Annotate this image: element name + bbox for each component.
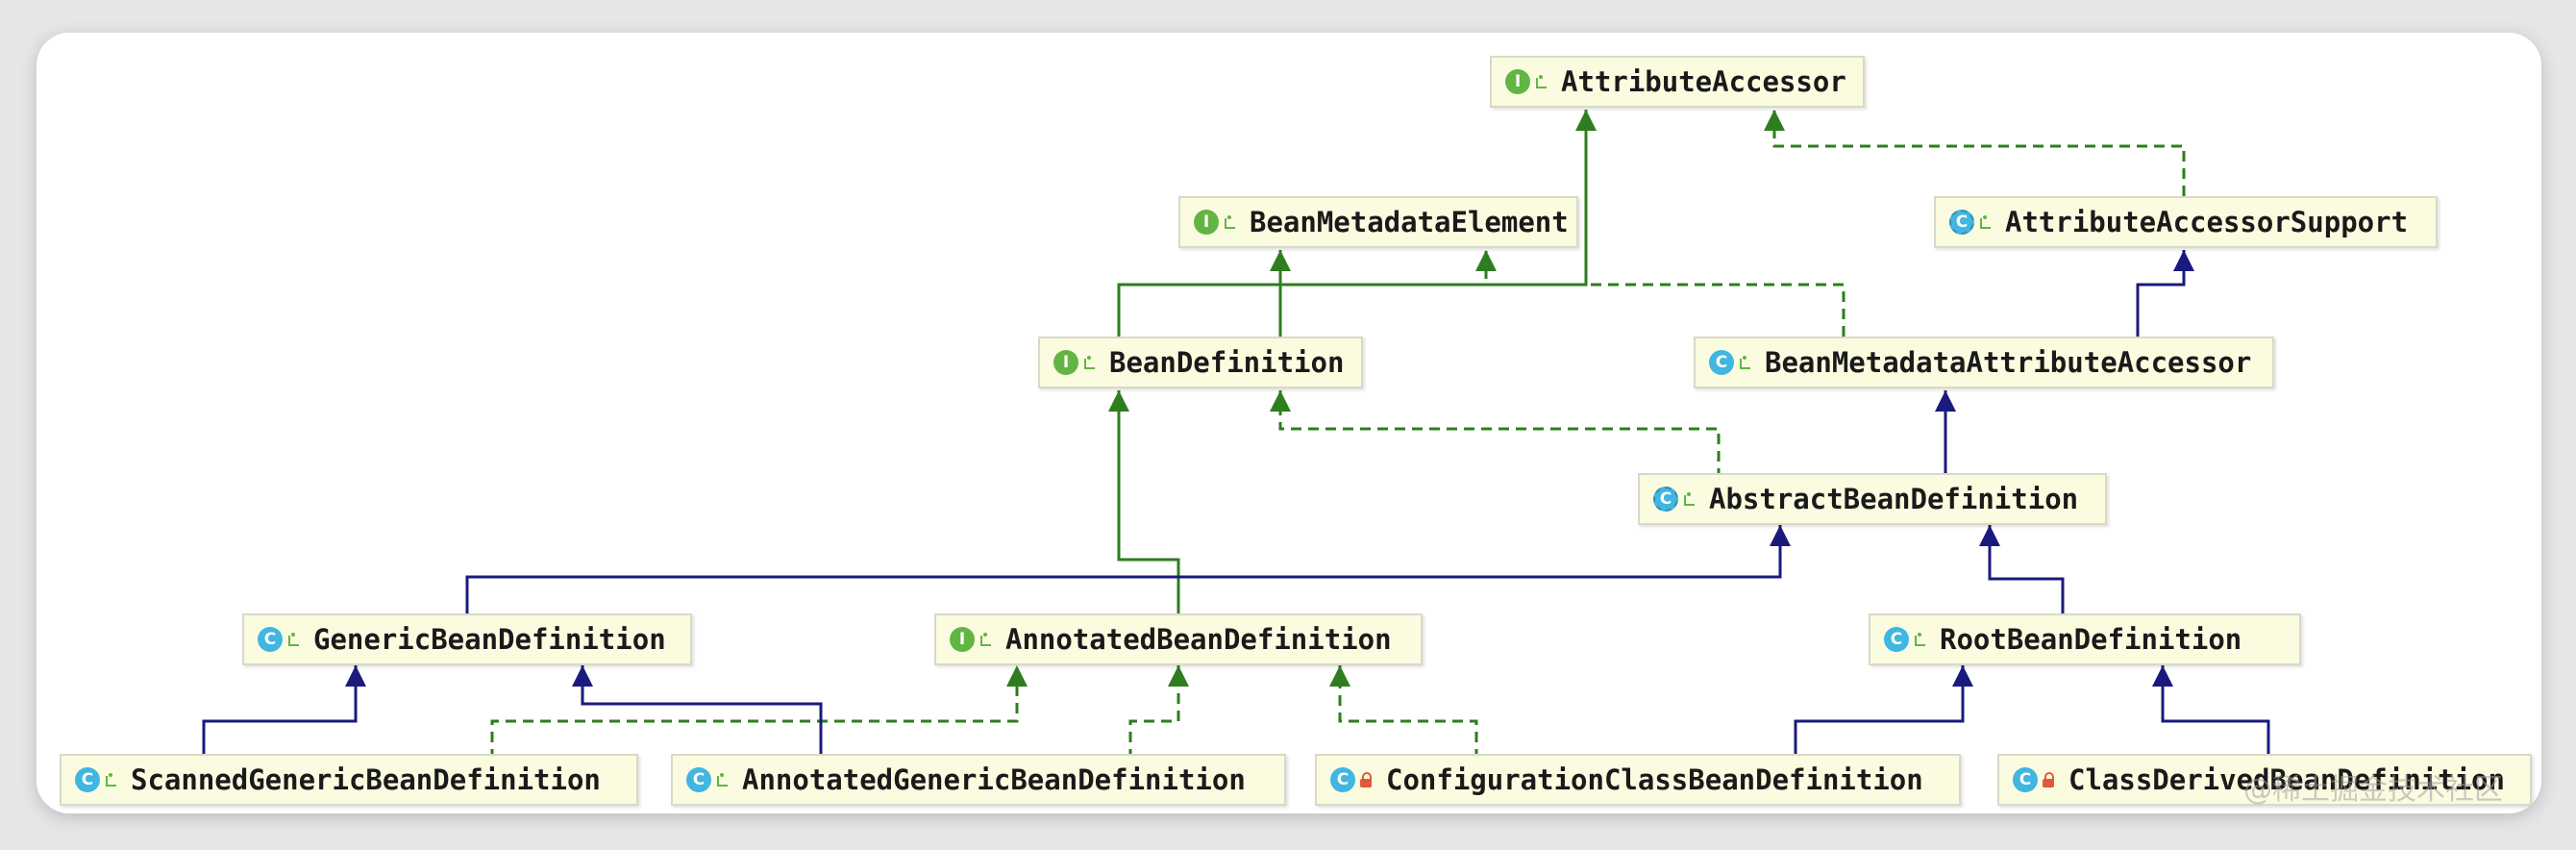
node-abstract-bean-definition[interactable]: C AbstractBeanDefinition	[1638, 473, 2107, 525]
watermark: @稀土掘金技术社区	[2243, 773, 2503, 807]
node-label: AbstractBeanDefinition	[1709, 483, 2079, 515]
node-label: AnnotatedGenericBeanDefinition	[742, 763, 1246, 796]
interface-icon: I	[950, 627, 975, 652]
public-visibility-icon	[1913, 632, 1926, 647]
edge-scanned-genericbd	[202, 665, 366, 760]
edge-attributeaccessorsupport-attributeaccessor	[1764, 110, 2186, 196]
public-visibility-icon	[978, 632, 992, 647]
node-configuration-class-bean-definition[interactable]: C ConfigurationClassBeanDefinition	[1315, 754, 1961, 806]
public-visibility-icon	[1534, 74, 1548, 89]
node-attribute-accessor-support[interactable]: C AttributeAccessorSupport	[1934, 196, 2438, 248]
class-icon: C	[2013, 767, 2038, 792]
node-bean-metadata-element[interactable]: I BeanMetadataElement	[1178, 196, 1578, 248]
edge-abd-beandefinition	[1270, 390, 1721, 479]
node-label: AnnotatedBeanDefinition	[1005, 623, 1392, 656]
edge-bmaa-beanmetadataelement	[1475, 250, 1845, 337]
node-label: GenericBeanDefinition	[313, 623, 666, 656]
node-label: RootBeanDefinition	[1940, 623, 2242, 656]
edge-scanned-annotatedbd	[490, 665, 1028, 760]
node-scanned-generic-bean-definition[interactable]: C ScannedGenericBeanDefinition	[60, 754, 638, 806]
abstract-class-icon: C	[1949, 210, 1974, 235]
public-visibility-icon	[715, 772, 729, 788]
edge-annotatedgeneric-genericbd	[572, 665, 823, 760]
interface-icon: I	[1053, 350, 1078, 375]
edge-configclass-rootbd	[1794, 665, 1973, 760]
node-label: ConfigurationClassBeanDefinition	[1386, 763, 1923, 796]
public-visibility-icon	[1738, 355, 1751, 370]
node-class-derived-bean-definition[interactable]: C ClassDerivedBeanDefinition	[1997, 754, 2532, 806]
abstract-class-icon: C	[1653, 487, 1678, 512]
node-bean-definition[interactable]: I BeanDefinition	[1038, 337, 1363, 388]
class-icon: C	[1709, 350, 1734, 375]
node-label: AttributeAccessorSupport	[2005, 206, 2409, 238]
node-annotated-bean-definition[interactable]: I AnnotatedBeanDefinition	[934, 613, 1423, 665]
node-bean-metadata-attribute-accessor[interactable]: C BeanMetadataAttributeAccessor	[1694, 337, 2274, 388]
public-visibility-icon	[1682, 491, 1696, 507]
public-visibility-icon	[1223, 214, 1236, 230]
node-root-bean-definition[interactable]: C RootBeanDefinition	[1869, 613, 2301, 665]
class-icon: C	[75, 767, 100, 792]
public-visibility-icon	[1978, 214, 1992, 230]
node-label: BeanDefinition	[1109, 346, 1345, 379]
node-attribute-accessor[interactable]: I AttributeAccessor	[1490, 56, 1865, 108]
edge-configclass-annotatedbd	[1329, 665, 1478, 760]
private-lock-icon	[1359, 772, 1373, 788]
edge-annotatedbd-beandefinition	[1108, 390, 1180, 619]
node-label: ScannedGenericBeanDefinition	[131, 763, 601, 796]
class-icon: C	[686, 767, 711, 792]
public-visibility-icon	[104, 772, 117, 788]
node-generic-bean-definition[interactable]: C GenericBeanDefinition	[242, 613, 692, 665]
edge-annotatedgeneric-annotatedbd	[1128, 665, 1189, 760]
private-lock-icon	[2042, 772, 2055, 788]
node-label: BeanMetadataElement	[1250, 206, 1569, 238]
public-visibility-icon	[1082, 355, 1096, 370]
interface-icon: I	[1505, 69, 1530, 94]
edge-beandefinition-attributeaccessor	[1117, 110, 1597, 346]
public-visibility-icon	[286, 632, 300, 647]
interface-icon: I	[1194, 210, 1219, 235]
node-label: ClassDerivedBeanDefinition	[2068, 763, 2505, 796]
edge-rootbd-abd	[1979, 525, 2065, 619]
diagram-canvas: I AttributeAccessor I BeanMetadataElemen…	[37, 33, 2541, 813]
edges-layer	[202, 110, 2270, 760]
node-label: BeanMetadataAttributeAccessor	[1765, 346, 2252, 379]
class-icon: C	[258, 627, 283, 652]
edge-genericbd-abd	[465, 525, 1791, 619]
edge-classderived-rootbd	[2152, 665, 2270, 760]
class-icon: C	[1884, 627, 1909, 652]
node-annotated-generic-bean-definition[interactable]: C AnnotatedGenericBeanDefinition	[671, 754, 1286, 806]
edge-bmaa-attributeaccessorsupport	[2136, 250, 2194, 337]
class-icon: C	[1330, 767, 1355, 792]
node-label: AttributeAccessor	[1561, 65, 1846, 98]
